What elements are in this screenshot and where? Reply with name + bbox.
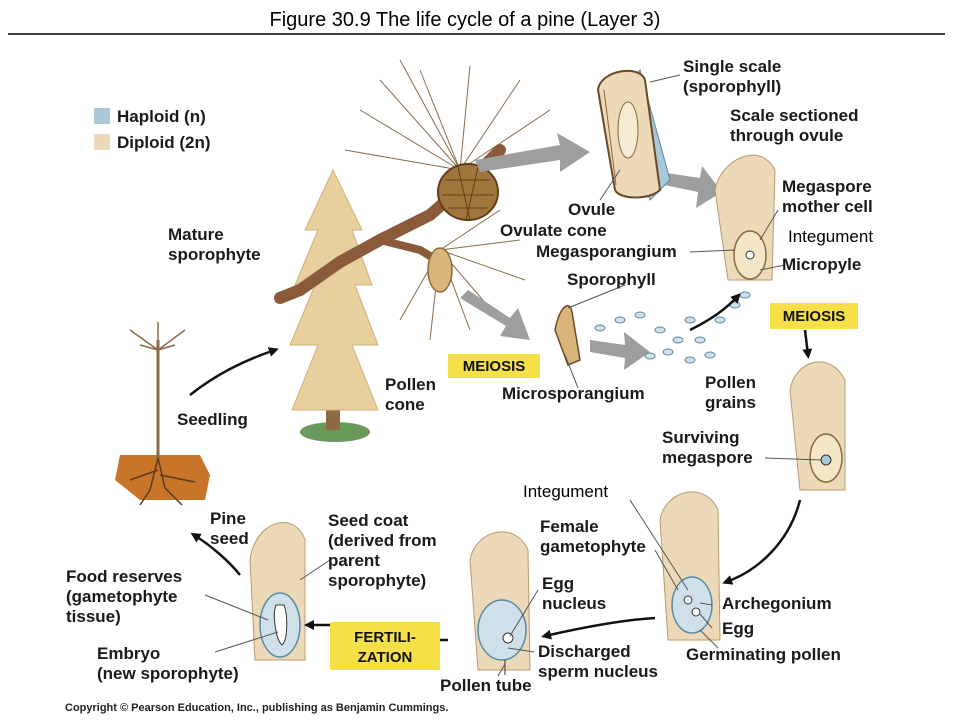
label-surviving-megaspore-2: megaspore (662, 448, 753, 467)
label-discharged-1: Discharged (538, 642, 631, 661)
label-microsporangium: Microsporangium (502, 384, 645, 403)
label-ovule: Ovule (568, 200, 615, 219)
label-seed-coat-4: sporophyte) (328, 571, 426, 590)
label-mature-sporophyte-2: sporophyte (168, 245, 261, 264)
label-seedling: Seedling (177, 410, 248, 429)
ovule-surviving-megaspore (789, 361, 846, 491)
ovule-female-gametophyte (659, 491, 721, 641)
leader-lines (204, 74, 823, 677)
single-scale-illustration (596, 69, 671, 201)
label-seed-coat-1: Seed coat (328, 511, 409, 530)
label-scale-sectioned-2: through ovule (730, 126, 843, 145)
label-micropyle: Micropyle (782, 255, 861, 274)
fertilization-badge-line2: ZATION (358, 649, 413, 666)
fertilization-badge (330, 622, 440, 670)
legend-label-diploid: Diploid (2n) (117, 133, 210, 152)
label-pollen-grains-1: Pollen (705, 373, 756, 392)
label-food-reserves-1: Food reserves (66, 567, 182, 586)
label-seed-coat-3: parent (328, 551, 380, 570)
ovule-section-top (714, 154, 776, 281)
ovulate-cone (437, 163, 499, 221)
label-germinating-pollen: Germinating pollen (686, 645, 841, 664)
mature-sporophyte-tree (289, 168, 379, 442)
label-pine-seed-1: Pine (210, 509, 246, 528)
label-pollen-cone-2: cone (385, 395, 425, 414)
label-pollen-tube: Pollen tube (440, 676, 532, 695)
legend-swatch-diploid (94, 134, 110, 150)
label-mature-sporophyte-1: Mature (168, 225, 224, 244)
label-food-reserves-2: (gametophyte (66, 587, 177, 606)
arrow-to-fertilization-ovule (541, 616, 656, 640)
label-female-gametophyte-2: gametophyte (540, 537, 646, 556)
label-integument-mid: Integument (523, 482, 608, 501)
label-surviving-megaspore-1: Surviving (662, 428, 739, 447)
fertilization-badge-line1: FERTILI- (354, 629, 416, 646)
sporophyll-microsporangium (554, 305, 581, 366)
meiosis-badge-right (770, 303, 858, 329)
arrow-cone-to-sporophyll (460, 290, 530, 340)
copyright-notice: Copyright © Pearson Education, Inc., pub… (65, 702, 448, 714)
label-egg-nucleus-1: Egg (542, 574, 574, 593)
label-pollen-grains-2: grains (705, 393, 756, 412)
label-single-scale-1: Single scale (683, 57, 781, 76)
label-embryo-1: Embryo (97, 644, 160, 663)
label-sporophyll: Sporophyll (567, 270, 656, 289)
label-megaspore-mother-2: mother cell (782, 197, 873, 216)
arrow-seed-to-soil (190, 532, 241, 576)
label-discharged-2: sperm nucleus (538, 662, 658, 681)
label-integument-top: Integument (788, 227, 873, 246)
arrow-meiosis-down (802, 329, 813, 359)
label-megasporangium: Megasporangium (536, 242, 677, 261)
legend: Haploid (n) Diploid (2n) (94, 107, 210, 152)
arrow-to-gametophyte (722, 499, 802, 585)
label-egg: Egg (722, 619, 754, 638)
seedling (115, 322, 210, 506)
legend-swatch-haploid (94, 108, 110, 124)
label-embryo-2: (new sporophyte) (97, 664, 239, 683)
label-seed-coat-2: (derived from (328, 531, 437, 550)
label-pine-seed-2: seed (210, 529, 249, 548)
pollen-grains (594, 291, 751, 364)
meiosis-badge-left (448, 354, 540, 378)
pine-seed (249, 522, 306, 661)
label-female-gametophyte-1: Female (540, 517, 599, 536)
legend-label-haploid: Haploid (n) (117, 107, 206, 126)
label-single-scale-2: (sporophyll) (683, 77, 781, 96)
label-pollen-cone-1: Pollen (385, 375, 436, 394)
ovule-fertilization (469, 531, 531, 675)
label-megaspore-mother-1: Megaspore (782, 177, 872, 196)
figure-title: Figure 30.9 The life cycle of a pine (La… (270, 9, 661, 31)
pollen-cone (427, 247, 453, 293)
label-food-reserves-3: tissue) (66, 607, 121, 626)
label-ovulate-cone: Ovulate cone (500, 221, 607, 240)
arrow-seedling-to-tree (189, 347, 279, 396)
label-scale-sectioned-1: Scale sectioned (730, 106, 859, 125)
arrow-scale-to-section (660, 166, 722, 208)
label-archegonium: Archegonium (722, 594, 832, 613)
label-egg-nucleus-2: nucleus (542, 594, 606, 613)
meiosis-badge-right-text: MEIOSIS (783, 308, 846, 325)
arrow-cone-to-scale (475, 133, 590, 172)
arrow-to-pollen-grains (590, 332, 650, 370)
meiosis-badge-left-text: MEIOSIS (463, 358, 526, 375)
arrow-pollen-to-ovule (689, 293, 741, 332)
